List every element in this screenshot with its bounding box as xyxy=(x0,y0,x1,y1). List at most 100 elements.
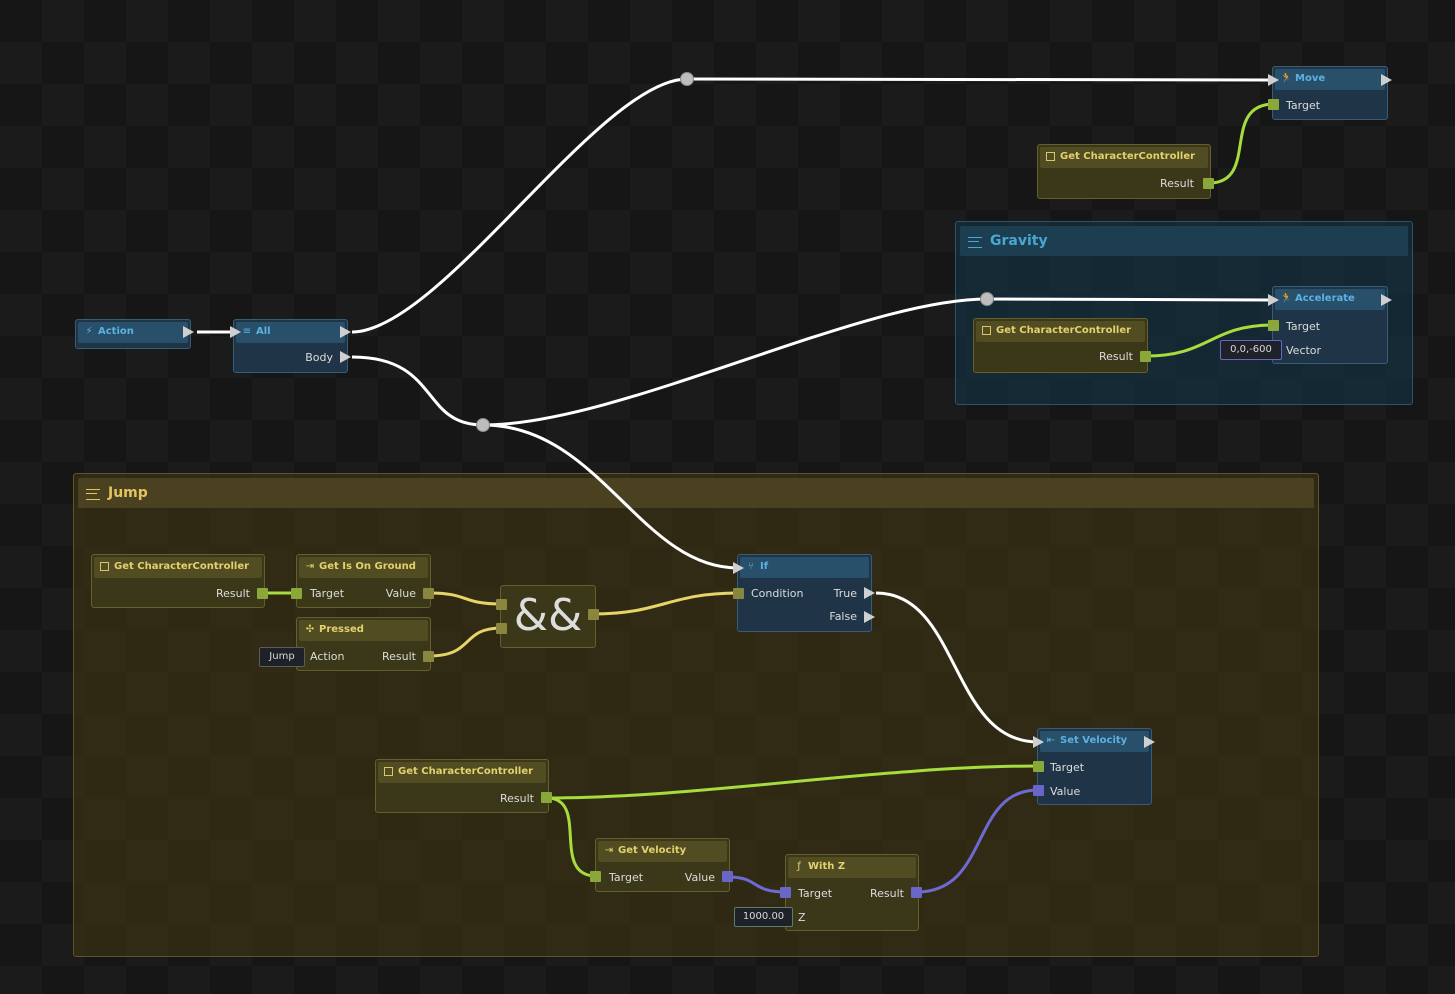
exec-in-pin[interactable] xyxy=(1033,736,1044,748)
node-title: Get CharacterController xyxy=(114,561,250,572)
node-action[interactable]: ⚡ Action xyxy=(75,319,191,349)
result-pin[interactable] xyxy=(1203,178,1214,189)
pin-label-true: True xyxy=(833,587,857,600)
node-accelerate[interactable]: 🏃 Accelerate Target Vector xyxy=(1272,286,1388,364)
exec-out-pin[interactable] xyxy=(1144,736,1155,748)
function-icon: ƒ xyxy=(797,861,801,872)
exec-in-pin[interactable] xyxy=(1268,294,1279,306)
pin-label-target: Target xyxy=(310,587,345,600)
z-input[interactable]: 1000.00 xyxy=(734,907,793,927)
target-pin[interactable] xyxy=(291,588,302,599)
node-header: Get CharacterController xyxy=(378,762,546,783)
exec-wire xyxy=(686,77,1273,82)
node-pressed[interactable]: ✣ Pressed Action Result xyxy=(296,617,431,671)
node-get-character-controller[interactable]: Get CharacterController Result xyxy=(375,759,549,813)
node-get-character-controller[interactable]: Get CharacterController Result xyxy=(91,554,265,608)
reroute-knot[interactable] xyxy=(980,292,994,306)
exec-out-pin[interactable] xyxy=(1381,74,1392,86)
getter-icon: ⇥ xyxy=(305,561,315,572)
node-header: Get CharacterController xyxy=(976,321,1145,342)
group-gravity-header[interactable]: Gravity xyxy=(960,226,1408,256)
box-icon xyxy=(1046,152,1055,161)
exec-in-pin[interactable] xyxy=(733,562,744,574)
target-pin[interactable] xyxy=(590,871,601,882)
exec-wire xyxy=(351,77,688,334)
node-get-velocity[interactable]: ⇥ Get Velocity Target Value xyxy=(595,838,730,892)
node-header: ✣ Pressed xyxy=(299,620,428,641)
object-wire xyxy=(1208,102,1275,185)
output-pin[interactable] xyxy=(588,609,599,620)
node-title: If xyxy=(760,561,769,572)
exec-wire xyxy=(482,297,988,427)
node-all[interactable]: ≡ All Body xyxy=(233,319,348,373)
box-icon xyxy=(982,326,991,335)
pin-label-result: Result xyxy=(1160,177,1194,190)
value-pin[interactable] xyxy=(1033,785,1044,796)
input-pin-a[interactable] xyxy=(496,599,507,610)
pin-label-action: Action xyxy=(310,650,345,663)
node-and[interactable]: && xyxy=(500,585,596,648)
node-title: With Z xyxy=(808,861,846,872)
condition-pin[interactable] xyxy=(733,588,744,599)
node-move[interactable]: 🏃 Move Target xyxy=(1272,66,1388,120)
box-icon xyxy=(100,562,109,571)
pin-label-target: Target xyxy=(1050,761,1085,774)
node-get-is-on-ground[interactable]: ⇥ Get Is On Ground Target Value xyxy=(296,554,431,608)
pin-label-target: Target xyxy=(609,871,644,884)
exec-out-pin[interactable] xyxy=(340,326,351,338)
value-pin[interactable] xyxy=(722,871,733,882)
node-with-z[interactable]: ƒ With Z Target Result Z xyxy=(785,854,919,931)
result-pin[interactable] xyxy=(257,588,268,599)
input-pin-b[interactable] xyxy=(496,623,507,634)
reroute-knot[interactable] xyxy=(476,418,490,432)
node-title: Accelerate xyxy=(1295,293,1355,304)
running-icon: 🏃 xyxy=(1280,293,1293,304)
node-title: Action xyxy=(98,326,134,337)
pin-label-body: Body xyxy=(305,351,333,364)
vector-input[interactable]: 0,0,-600 xyxy=(1220,340,1282,360)
pin-label-target: Target xyxy=(1286,320,1321,333)
node-if[interactable]: ⑂ If Condition True False xyxy=(737,554,872,632)
node-set-velocity[interactable]: ⇤ Set Velocity Target Value xyxy=(1037,728,1152,805)
target-pin[interactable] xyxy=(780,887,791,898)
and-operator-label: && xyxy=(513,590,583,641)
group-jump-header[interactable]: Jump xyxy=(78,478,1314,508)
exec-out-pin[interactable] xyxy=(183,326,194,338)
result-pin[interactable] xyxy=(541,792,552,803)
node-title: Get Velocity xyxy=(618,845,687,856)
node-title: Get CharacterController xyxy=(398,766,534,777)
node-header: Get CharacterController xyxy=(1040,147,1208,168)
action-input[interactable]: Jump xyxy=(259,647,305,667)
getter-icon: ⇥ xyxy=(604,845,614,856)
node-title: Get CharacterController xyxy=(1060,151,1196,162)
running-icon: 🏃 xyxy=(1280,73,1293,84)
node-header: ⑂ If xyxy=(740,557,869,578)
exec-out-pin-true[interactable] xyxy=(864,587,875,599)
target-pin[interactable] xyxy=(1033,761,1044,772)
node-title: Get CharacterController xyxy=(996,325,1132,336)
exec-out-pin[interactable] xyxy=(1381,294,1392,306)
node-header: ƒ With Z xyxy=(788,857,916,878)
exec-out-pin-false[interactable] xyxy=(864,611,875,623)
exec-in-pin[interactable] xyxy=(1268,74,1279,86)
node-get-character-controller[interactable]: Get CharacterController Result xyxy=(973,318,1148,373)
group-jump-title: Jump xyxy=(108,485,148,501)
pin-label-vector: Vector xyxy=(1286,344,1322,357)
node-header: ⇥ Get Velocity xyxy=(598,841,727,862)
value-pin[interactable] xyxy=(423,588,434,599)
pin-label-result: Result xyxy=(216,587,250,600)
pin-label-target: Target xyxy=(1286,99,1321,112)
exec-in-pin[interactable] xyxy=(230,326,241,338)
target-pin[interactable] xyxy=(1268,320,1279,331)
target-pin[interactable] xyxy=(1268,99,1279,110)
menu-icon xyxy=(968,237,982,248)
node-get-character-controller[interactable]: Get CharacterController Result xyxy=(1037,144,1211,199)
pin-label-value: Value xyxy=(684,871,715,884)
pin-label-value: Value xyxy=(385,587,416,600)
pin-label-result: Result xyxy=(500,792,534,805)
reroute-knot[interactable] xyxy=(680,72,694,86)
result-pin[interactable] xyxy=(911,887,922,898)
result-pin[interactable] xyxy=(1140,351,1151,362)
exec-out-pin-body[interactable] xyxy=(340,351,351,363)
result-pin[interactable] xyxy=(423,651,434,662)
